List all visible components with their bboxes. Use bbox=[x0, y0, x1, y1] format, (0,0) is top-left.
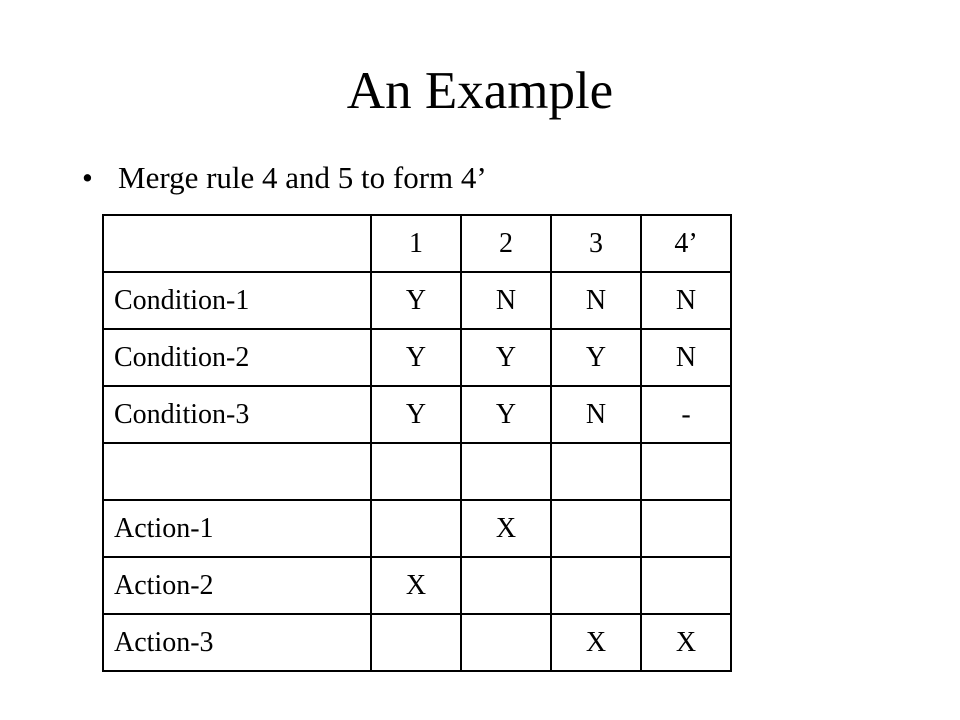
table-cell: - bbox=[640, 385, 732, 444]
table-cell: X bbox=[460, 499, 552, 558]
table-row: Action-2 X bbox=[102, 556, 732, 615]
header-corner-cell bbox=[102, 214, 372, 273]
table-cell: Y bbox=[370, 385, 462, 444]
table-row: Condition-2 Y Y Y N bbox=[102, 328, 732, 387]
table-cell bbox=[640, 556, 732, 615]
table-cell bbox=[460, 556, 552, 615]
header-rule-3: 3 bbox=[550, 214, 642, 273]
decision-table: 1 2 3 4’ Condition-1 Y N N N Condition-2… bbox=[102, 214, 732, 672]
header-rule-4-prime: 4’ bbox=[640, 214, 732, 273]
row-label: Condition-3 bbox=[102, 385, 372, 444]
table-cell: Y bbox=[370, 271, 462, 330]
header-rule-2: 2 bbox=[460, 214, 552, 273]
table-cell: Y bbox=[370, 328, 462, 387]
table-cell bbox=[370, 442, 462, 501]
table-cell: X bbox=[640, 613, 732, 672]
table-row: Action-1 X bbox=[102, 499, 732, 558]
table-cell: N bbox=[640, 271, 732, 330]
table-cell: Y bbox=[460, 385, 552, 444]
table-cell: N bbox=[640, 328, 732, 387]
table-cell: X bbox=[370, 556, 462, 615]
table-cell bbox=[550, 442, 642, 501]
table-cell bbox=[550, 556, 642, 615]
table-cell: N bbox=[550, 271, 642, 330]
row-label bbox=[102, 442, 372, 501]
table-cell bbox=[640, 442, 732, 501]
table-row: Condition-3 Y Y N - bbox=[102, 385, 732, 444]
row-label: Action-3 bbox=[102, 613, 372, 672]
header-rule-1: 1 bbox=[370, 214, 462, 273]
bullet-icon: • bbox=[82, 160, 93, 195]
table-header-row: 1 2 3 4’ bbox=[102, 214, 732, 273]
table-cell bbox=[460, 442, 552, 501]
table-cell: X bbox=[550, 613, 642, 672]
table-cell bbox=[550, 499, 642, 558]
table-cell: N bbox=[460, 271, 552, 330]
table-cell: Y bbox=[460, 328, 552, 387]
slide-title: An Example bbox=[346, 62, 614, 120]
bullet-text: Merge rule 4 and 5 to form 4’ bbox=[118, 160, 487, 195]
table-cell bbox=[460, 613, 552, 672]
row-label: Condition-1 bbox=[102, 271, 372, 330]
table-cell bbox=[640, 499, 732, 558]
row-label: Action-1 bbox=[102, 499, 372, 558]
table-row-empty bbox=[102, 442, 732, 501]
table-cell: Y bbox=[550, 328, 642, 387]
bullet-point: • Merge rule 4 and 5 to form 4’ bbox=[82, 156, 487, 200]
table-row: Action-3 X X bbox=[102, 613, 732, 672]
table-cell bbox=[370, 499, 462, 558]
table-row: Condition-1 Y N N N bbox=[102, 271, 732, 330]
row-label: Condition-2 bbox=[102, 328, 372, 387]
table-cell bbox=[370, 613, 462, 672]
table-cell: N bbox=[550, 385, 642, 444]
row-label: Action-2 bbox=[102, 556, 372, 615]
